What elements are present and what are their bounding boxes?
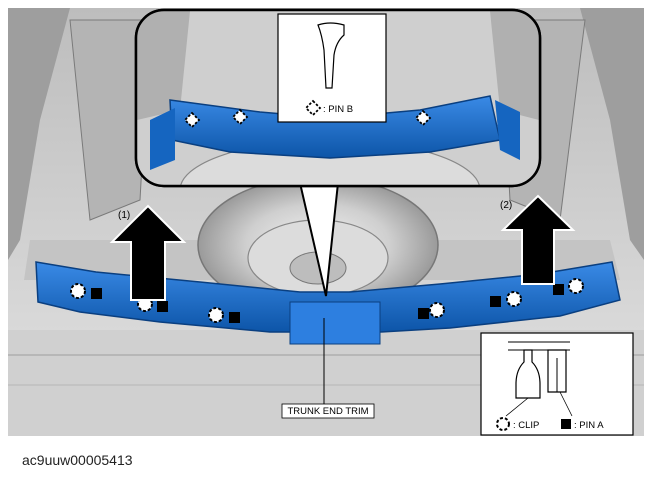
clip-legend-icon: [496, 417, 510, 431]
step-2-label: (2): [500, 200, 512, 211]
left-side-panel: [8, 8, 70, 260]
pin-b-legend-label: : PIN B: [323, 104, 353, 115]
trim-label: TRUNK END TRIM: [287, 406, 368, 417]
clip-icon: [506, 291, 522, 307]
pin-a-icon: [553, 284, 564, 295]
pin-b-icon: [231, 108, 249, 126]
pin-a-icon: [91, 288, 102, 299]
detail-callout-border: [134, 8, 542, 188]
clip-drawing: [515, 349, 541, 399]
left-wall: [69, 19, 151, 221]
detail-right-wall: [490, 11, 539, 120]
up-arrow-icon: [109, 204, 187, 301]
pin-b-drawing: [317, 22, 345, 89]
pin-a-icon: [157, 301, 168, 312]
step-1-label: (1): [118, 210, 130, 221]
right-side-panel: [580, 8, 644, 260]
detail-trim-left-end: [150, 108, 175, 170]
figure-id-caption: ac9uuw00005413: [22, 452, 133, 468]
pin-a-legend-label: : PIN A: [574, 420, 604, 431]
trim-center-latch: [289, 301, 381, 345]
pin-b-icon: [414, 109, 432, 127]
clip-leader-line: [505, 397, 529, 417]
clip-icon: [70, 283, 86, 299]
trunk-end-trim: [35, 261, 621, 333]
clip-icon: [208, 307, 224, 323]
pin-b-icon: [183, 111, 201, 129]
detail-left-wall: [137, 11, 190, 120]
pin-a-icon: [229, 312, 240, 323]
pin-a-icon: [490, 296, 501, 307]
up-arrow-icon: [500, 194, 576, 285]
pin-a-legend-icon: [561, 419, 571, 429]
clip-icon: [429, 302, 445, 318]
pin-b-legend-icon: [304, 99, 322, 117]
clip-legend-label: : CLIP: [513, 420, 539, 431]
pin-a-leader-line: [559, 391, 573, 417]
detail-trim-right-end: [495, 100, 520, 160]
clip-icon: [568, 278, 584, 294]
trunk-diagram-illustration: (1) (2) TRUNK END TRIM : PIN B: [8, 8, 644, 436]
trim-label-box: [281, 403, 375, 419]
pin-a-icon: [418, 308, 429, 319]
